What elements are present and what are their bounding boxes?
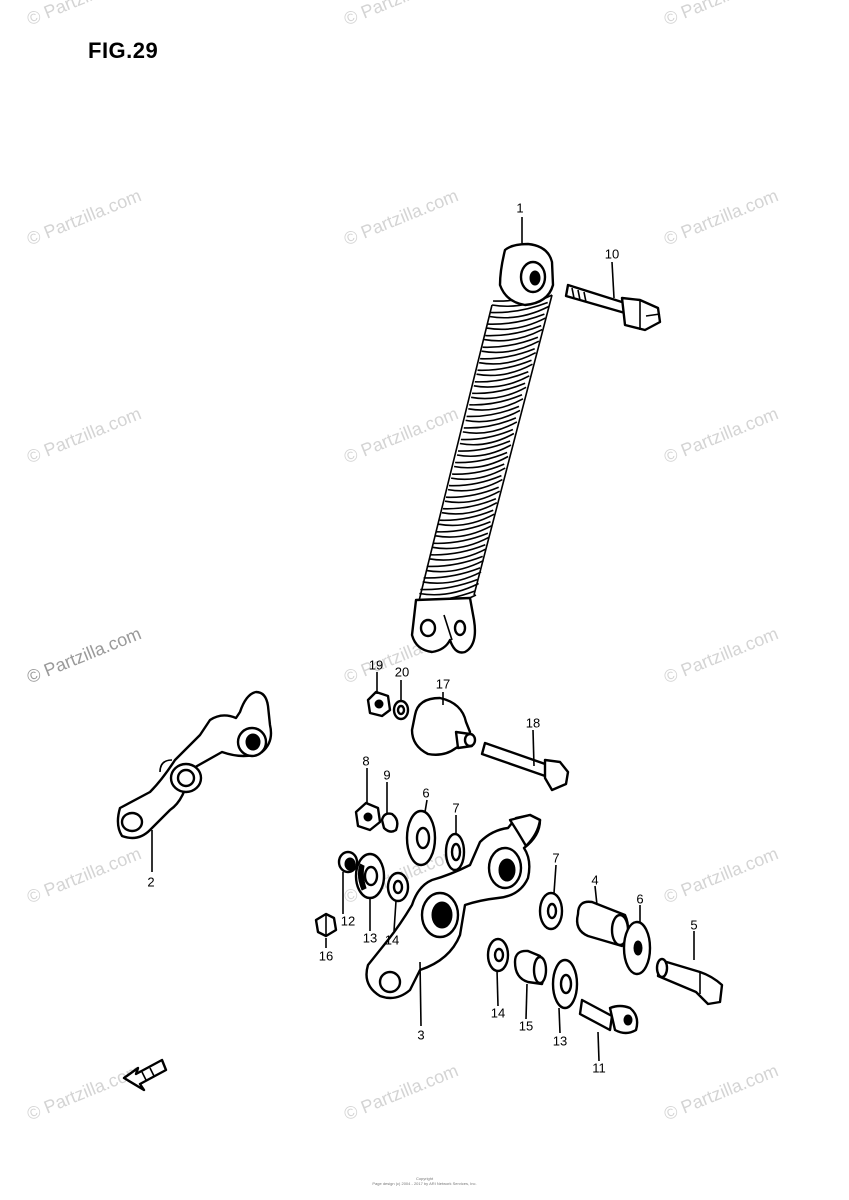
callout-6-upper[interactable]: 6 xyxy=(422,785,430,801)
washer-part-9[interactable] xyxy=(380,812,399,833)
callout-9[interactable]: 9 xyxy=(383,767,391,783)
callout-15[interactable]: 15 xyxy=(518,1018,534,1034)
callout-7-upper[interactable]: 7 xyxy=(452,800,460,816)
callout-leader-lines xyxy=(151,217,695,1062)
grease-nipple-part-16[interactable] xyxy=(314,912,338,938)
bolt-part-18[interactable] xyxy=(480,741,570,792)
callout-14-lower[interactable]: 14 xyxy=(490,1005,506,1021)
cushion-rod-part-2[interactable] xyxy=(116,690,273,840)
figure-title: FIG.29 xyxy=(88,38,159,63)
washer-part-14-lower[interactable] xyxy=(486,937,510,973)
callout-14-left[interactable]: 14 xyxy=(384,932,400,948)
bolt-part-10[interactable] xyxy=(564,283,662,332)
callout-11[interactable]: 11 xyxy=(592,1060,606,1076)
callout-13-left[interactable]: 13 xyxy=(362,930,378,946)
nut-part-12[interactable] xyxy=(337,850,359,874)
nut-part-19[interactable] xyxy=(366,690,392,718)
copyright-line: Page design (c) 2004 - 2017 by ARI Netwo… xyxy=(372,1181,477,1186)
washer-part-7-lower[interactable] xyxy=(538,891,564,931)
nut-part-8[interactable] xyxy=(354,801,382,832)
washer-part-6-lower[interactable] xyxy=(622,920,652,976)
callout-6-lower[interactable]: 6 xyxy=(636,891,644,907)
front-direction-arrow-icon xyxy=(122,1058,168,1092)
callout-3[interactable]: 3 xyxy=(417,1027,425,1043)
callout-12[interactable]: 12 xyxy=(340,913,356,929)
callout-2[interactable]: 2 xyxy=(147,874,155,890)
washer-part-7-upper[interactable] xyxy=(444,832,466,872)
callout-13-lower[interactable]: 13 xyxy=(552,1033,568,1049)
cushion-lever-part-3[interactable] xyxy=(365,813,542,1000)
washer-part-13-lower[interactable] xyxy=(551,958,579,1010)
spacer-part-4[interactable] xyxy=(575,900,630,948)
callout-19[interactable]: 19 xyxy=(368,657,384,673)
callout-7-lower[interactable]: 7 xyxy=(552,850,560,866)
callout-16[interactable]: 16 xyxy=(318,948,334,964)
washer-part-6-upper[interactable] xyxy=(405,809,437,867)
washer-part-20[interactable] xyxy=(392,699,410,721)
copyright-footer: Copyright Page design (c) 2004 - 2017 by… xyxy=(0,1176,849,1186)
callout-8[interactable]: 8 xyxy=(362,753,370,769)
shock-absorber-part-1[interactable] xyxy=(410,242,555,654)
callout-20[interactable]: 20 xyxy=(394,664,410,680)
callout-10[interactable]: 10 xyxy=(604,246,620,262)
bolt-part-5[interactable] xyxy=(655,957,724,1006)
callout-18[interactable]: 18 xyxy=(525,715,541,731)
bolt-part-11[interactable] xyxy=(578,998,639,1035)
copyright-line: Copyright xyxy=(415,1176,434,1181)
callout-5[interactable]: 5 xyxy=(690,917,698,933)
callout-17[interactable]: 17 xyxy=(435,676,451,692)
washer-part-13-left[interactable] xyxy=(354,852,386,900)
bush-part-15[interactable] xyxy=(513,949,548,986)
callout-1[interactable]: 1 xyxy=(516,200,524,216)
callout-4[interactable]: 4 xyxy=(591,872,599,888)
washer-part-14-left[interactable] xyxy=(386,871,410,903)
bush-part-17[interactable] xyxy=(410,696,477,756)
